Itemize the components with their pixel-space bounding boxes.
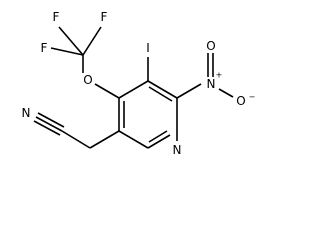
bond-ring-c5-c6 <box>118 130 149 149</box>
bond-cf3-f-left <box>50 47 84 56</box>
bond-nitrile-1 <box>35 116 63 132</box>
atom-f-top-left: F <box>53 10 60 24</box>
bond-c5-ch2 <box>89 130 120 149</box>
atom-f-left: F <box>41 41 48 55</box>
atom-n-nitrile: N <box>22 106 31 120</box>
atom-o-ether: O <box>83 73 92 87</box>
molecule-canvas: F F F O I N + O O − N N <box>21 10 256 157</box>
bond-n-nitro-o-right <box>218 88 234 98</box>
bond-ring-c3-c2 <box>147 80 178 99</box>
bond-nitrile-2 <box>37 112 65 128</box>
atom-f-top-right: F <box>101 10 108 24</box>
bond-ring-c6-n1-inner <box>148 130 168 143</box>
bond-c2-n-nitro <box>176 83 202 99</box>
bond-ring-c3-c4 <box>118 80 149 99</box>
bond-ring-c6-n1 <box>147 134 171 149</box>
bond-c4-o-ether <box>94 83 120 99</box>
molecule-structure: F F F O I N + O O − N N <box>22 10 256 157</box>
bond-ring-c3-c2-inner <box>148 86 173 102</box>
charge-n-nitro: + <box>216 71 223 80</box>
bond-ch2-c-nitrile <box>61 130 91 149</box>
atom-n-ring: N <box>173 143 182 157</box>
bond-nitrile-3 <box>33 120 61 136</box>
bond-cf3-f-top-right <box>82 26 102 56</box>
atom-o-nitro-top: O <box>206 39 215 53</box>
charge-o-nitro-right: − <box>249 93 256 102</box>
atom-o-nitro-right: O <box>236 94 245 108</box>
atom-iodine: I <box>146 41 150 55</box>
atom-n-nitro: N <box>207 77 216 91</box>
bond-cf3-f-top-left <box>58 26 84 56</box>
